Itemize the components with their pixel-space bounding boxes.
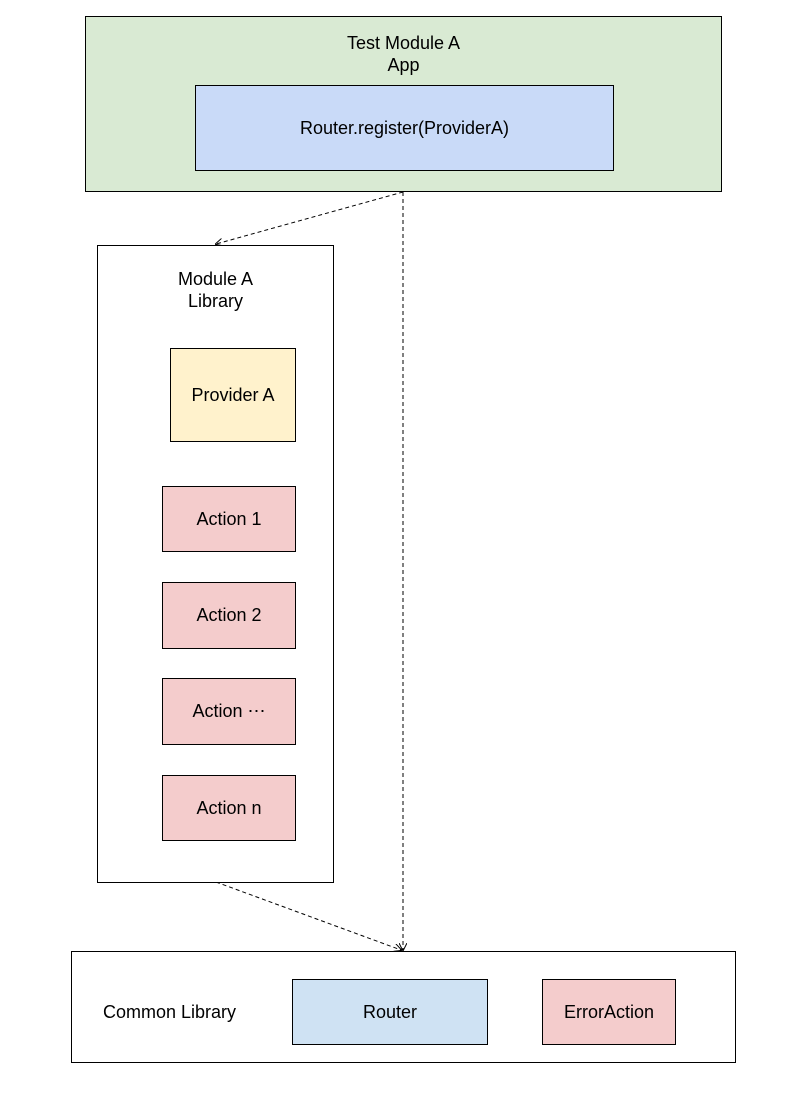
app-title-line2: App (387, 55, 420, 75)
router-box: Router (292, 979, 488, 1045)
dependency-arrow-app-to-module (216, 191, 404, 244)
error-action-box: ErrorAction (542, 979, 676, 1045)
action-label: Action ⋯ (192, 701, 266, 721)
provider-box: Provider A (170, 348, 296, 442)
action-label: Action 1 (196, 508, 262, 529)
provider-label: Provider A (191, 384, 275, 405)
module-library-title: Module A Library (97, 268, 334, 312)
router-label: Router (362, 1001, 418, 1022)
router-register-call: Router.register(ProviderA) (195, 85, 614, 171)
dependency-arrow-module-to-common (215, 881, 401, 950)
router-register-call-text: Router.register(ProviderA) (299, 117, 510, 138)
module-library-title-line1: Module A (177, 269, 254, 289)
action-box: Action 1 (162, 486, 296, 552)
app-title-line1: Test Module A (346, 33, 461, 53)
common-library-title: Common Library (103, 1002, 237, 1022)
action-box: Action 2 (162, 582, 296, 649)
action-label: Action n (196, 797, 262, 818)
module-library-title-line2: Library (187, 291, 244, 311)
app-title: Test Module A App (85, 32, 722, 76)
error-action-label: ErrorAction (563, 1001, 655, 1022)
action-box: Action ⋯ (162, 678, 296, 745)
action-box: Action n (162, 775, 296, 841)
action-label: Action 2 (196, 605, 262, 625)
